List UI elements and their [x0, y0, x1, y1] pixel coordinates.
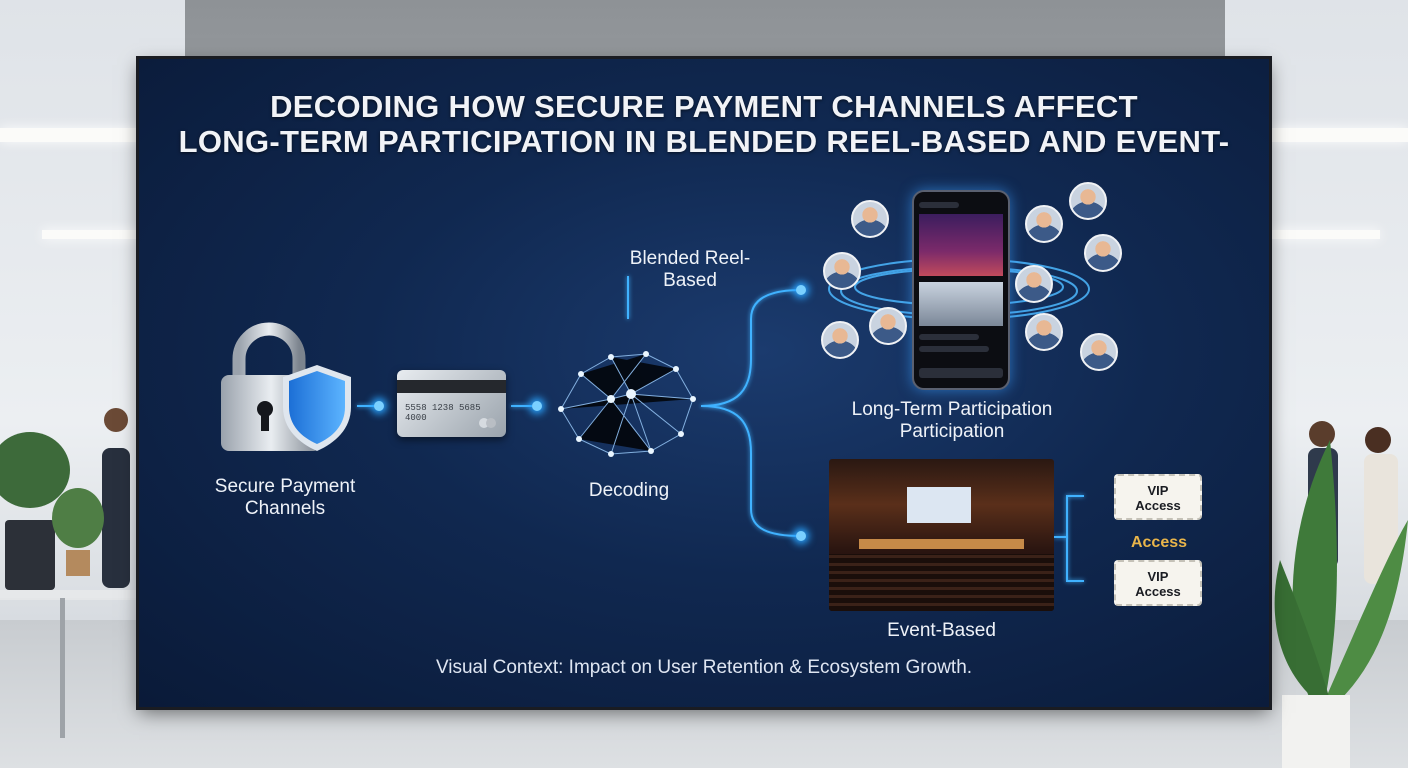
caption-text: Visual Context: Impact on User Retention… [435, 657, 973, 678]
avatar [1080, 333, 1118, 371]
phone-text-line [919, 346, 989, 352]
connector-dot [532, 401, 542, 411]
avatar [869, 307, 907, 345]
stage-floor [859, 539, 1024, 549]
audience-seats [829, 554, 1054, 611]
presentation-screen: DECODING HOW SECURE PAYMENT CHANNELS AFF… [139, 59, 1269, 707]
credit-card-icon: 5558 1238 5685 4000 [397, 370, 506, 437]
long-term-label-line-2: Participation [899, 421, 1005, 442]
phone-reel-video [919, 214, 1003, 276]
card-logo-icon [479, 418, 496, 428]
long-term-participation-label: Long-Term Participation Participation [829, 399, 1075, 443]
blended-reel-label: Blended Reel-Based [629, 248, 751, 291]
connector-dot [796, 285, 806, 295]
avatar [823, 252, 861, 290]
secure-payment-label: Secure Payment Channels [214, 476, 356, 519]
vip-ticket-2: VIP Access [1114, 560, 1202, 606]
connector-dot [796, 531, 806, 541]
card-number: 5558 1238 5685 4000 [405, 403, 481, 423]
auditorium-icon [829, 459, 1054, 611]
ticket-2-line-2: Access [1135, 584, 1181, 599]
office-right-scene [1274, 421, 1408, 768]
access-label: Access [1130, 534, 1188, 551]
avatar [1025, 205, 1063, 243]
avatar [1084, 234, 1122, 272]
ticket-1-line-1: VIP [1147, 483, 1169, 498]
brain-network-icon [558, 351, 696, 457]
avatar [1015, 265, 1053, 303]
stage-screen [907, 487, 971, 523]
ceiling-light [0, 128, 185, 142]
ceiling-light [1270, 128, 1408, 142]
card-stripe [397, 380, 506, 393]
vip-ticket-1: VIP Access [1114, 474, 1202, 520]
phone-icon [912, 190, 1010, 390]
avatar [821, 321, 859, 359]
padlock-icon [221, 322, 351, 451]
shield-icon [283, 365, 351, 451]
connector-dot [374, 401, 384, 411]
office-left-scene [0, 408, 140, 738]
long-term-label-line-1: Long-Term Participation [851, 399, 1053, 420]
ticket-2-line-1: VIP [1147, 569, 1169, 584]
decoding-label: Decoding [588, 480, 670, 501]
phone-text-line [919, 334, 979, 340]
avatar [1025, 313, 1063, 351]
event-based-label: Event-Based [887, 620, 996, 641]
ceiling-light [1270, 230, 1380, 239]
title-line-2: LONG-TERM PARTICIPATION IN BLENDED REEL-… [178, 124, 1230, 159]
phone-nav-bar [919, 368, 1003, 378]
phone-status [919, 202, 959, 208]
avatar [851, 200, 889, 238]
ceiling-light [42, 230, 142, 239]
avatar [1069, 182, 1107, 220]
phone-event-photo [919, 282, 1003, 326]
ticket-1-line-2: Access [1135, 498, 1181, 513]
title-line-1: DECODING HOW SECURE PAYMENT CHANNELS AFF… [270, 89, 1138, 124]
